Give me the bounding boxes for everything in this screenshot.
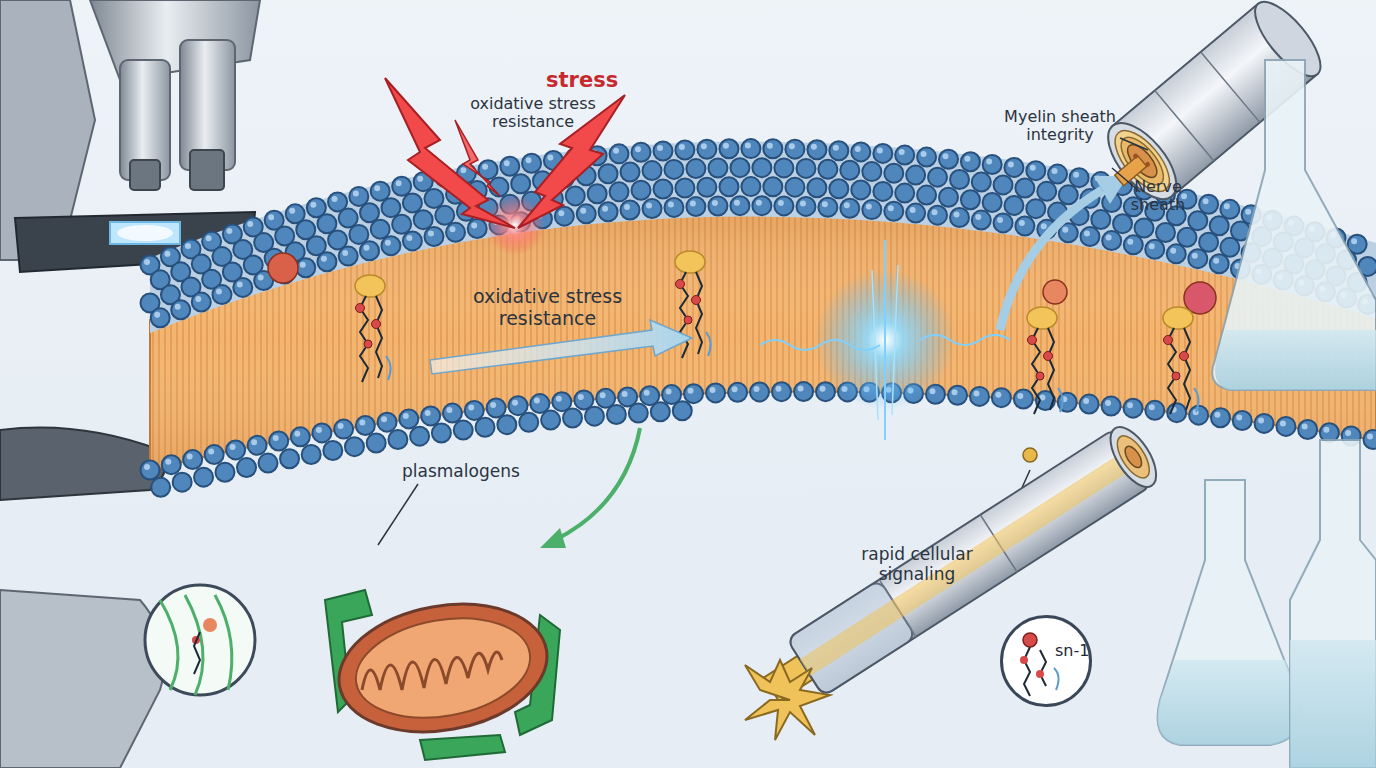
lab-flask xyxy=(1158,60,1376,768)
structure-label: Myelin sheath integrity xyxy=(990,108,1130,145)
microscope xyxy=(190,150,224,190)
mitochondrion xyxy=(420,735,505,760)
lipid-head xyxy=(1184,282,1216,314)
lipid-head xyxy=(268,253,1216,462)
process-label: rapid cellular signaling xyxy=(842,545,992,584)
membrane-inset xyxy=(145,585,255,695)
lipid-head xyxy=(1023,448,1037,462)
lab-flask xyxy=(1158,480,1301,745)
plasmalogen-molecule xyxy=(355,275,391,382)
nerve-fiber xyxy=(787,428,1152,696)
membrane-inset xyxy=(194,632,200,674)
nerve-fiber xyxy=(1122,444,1145,471)
leader-line xyxy=(1120,138,1148,150)
lab-flask xyxy=(1215,330,1376,390)
membrane-inset xyxy=(160,595,232,695)
lipid-bilayer xyxy=(147,142,1376,490)
pathway-arrow xyxy=(555,428,640,540)
membrane-inset xyxy=(203,618,217,632)
plasmalogen-molecule xyxy=(1163,307,1199,414)
stress-label: stress xyxy=(546,68,646,92)
signal-burst xyxy=(760,240,1010,440)
myelin-cylinder xyxy=(1132,153,1139,160)
neuron xyxy=(745,660,830,740)
stress-lightning xyxy=(385,78,625,255)
microscope xyxy=(130,160,160,190)
molecule-label: plasmalogens xyxy=(402,462,542,482)
mitochondrion xyxy=(325,589,560,760)
myelin-cylinder xyxy=(1155,90,1214,160)
membrane-inset xyxy=(145,585,255,695)
sn1-inset xyxy=(1020,656,1028,664)
sn1-inset xyxy=(1040,650,1046,686)
effect-label: oxidative stress resistance xyxy=(440,286,655,330)
signal-burst xyxy=(760,335,1010,350)
lipid-head xyxy=(1043,280,1067,304)
lab-flask xyxy=(1212,60,1376,390)
node-text: sn-1 xyxy=(1055,642,1089,660)
sn1-inset xyxy=(1054,668,1059,690)
sn1-inset xyxy=(1000,615,1092,707)
lipid-bilayer xyxy=(150,206,1376,322)
effect-label: oxidative stress resistance xyxy=(448,95,618,132)
nerve-fiber xyxy=(753,420,1165,718)
sn1-inset xyxy=(1000,615,1092,707)
nerve-fiber xyxy=(800,449,1139,677)
signal-burst xyxy=(892,265,898,415)
plasmalogen-molecule xyxy=(1027,307,1063,414)
lipid-bilayer xyxy=(150,410,700,490)
nerve-fiber xyxy=(1111,431,1155,483)
sn1-inset xyxy=(1023,633,1037,647)
lipid-head xyxy=(268,253,298,283)
sn1-inset xyxy=(1024,647,1030,696)
lab-flask xyxy=(1158,660,1301,745)
stress-lightning xyxy=(485,195,545,255)
structure-label: Nerve sheath xyxy=(1118,178,1198,215)
microscope xyxy=(0,590,165,768)
lipid-bilayer xyxy=(150,410,700,490)
mitochondrion xyxy=(362,652,502,690)
plasmalogen-molecule xyxy=(355,251,1199,414)
neuron xyxy=(745,660,830,740)
microscope xyxy=(117,225,173,241)
myelin-cylinder xyxy=(1201,52,1260,122)
inset-circle: sn-1 xyxy=(1000,615,1092,707)
bench xyxy=(0,470,1376,768)
lipid-bilayer xyxy=(147,203,1373,319)
microscope xyxy=(110,222,180,244)
lab-flask xyxy=(1290,440,1376,768)
stress-lightning xyxy=(455,120,500,196)
lipid-bilayer xyxy=(150,206,1376,322)
sn1-inset xyxy=(1036,670,1044,678)
myelin-cylinder xyxy=(1144,161,1151,168)
pathway-arrow xyxy=(1000,190,1102,330)
microscope xyxy=(0,428,166,501)
signal-burst xyxy=(884,240,886,440)
lipid-bilayer xyxy=(147,146,1373,467)
leader-line xyxy=(378,484,418,545)
mitochondrion xyxy=(329,589,557,748)
nerve-fiber xyxy=(1101,420,1165,495)
pathway-arrow xyxy=(540,528,566,548)
lab-flask xyxy=(1290,640,1376,768)
mitochondrion xyxy=(348,605,538,730)
signal-burst xyxy=(872,270,878,420)
